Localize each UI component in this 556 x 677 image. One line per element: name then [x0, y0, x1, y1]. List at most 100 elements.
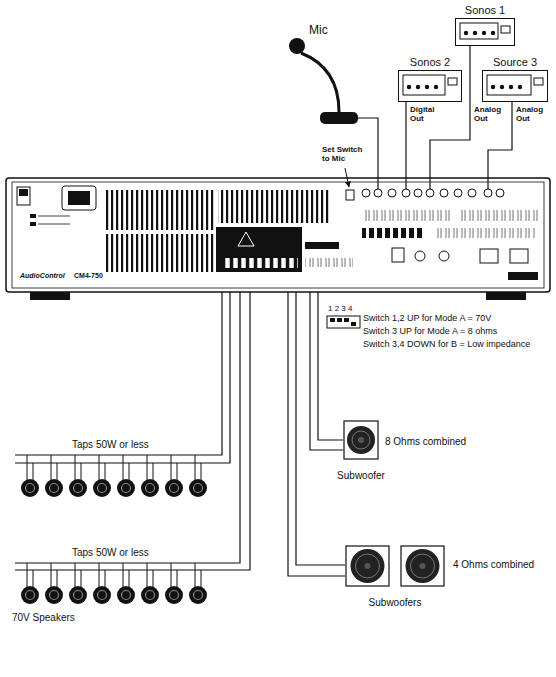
microphone [289, 38, 339, 112]
speaker-cone [194, 484, 203, 493]
woofer [347, 426, 375, 454]
input-panel [392, 248, 404, 262]
amplifier-chassis [30, 292, 70, 300]
speaker-wire [310, 292, 343, 450]
woofer [406, 549, 440, 583]
speaker-cone [50, 484, 59, 493]
note-label: Taps 50W or less [72, 547, 149, 559]
speaker-lead [51, 563, 52, 587]
input-panel [402, 189, 410, 197]
device-jack [491, 85, 495, 89]
note-label: Switch 3,4 DOWN for B = Low impedance [363, 339, 530, 349]
speaker-body [189, 586, 207, 604]
note-label: 70V Speakers [12, 612, 75, 624]
power-switch [19, 189, 28, 196]
amplifier-chassis [486, 292, 526, 300]
speaker-lead [75, 563, 76, 587]
woofer-ring [352, 431, 370, 449]
brand-text: AudioControl [20, 272, 65, 280]
input-stubs [487, 178, 488, 189]
input-panel [414, 189, 422, 197]
input-panel [510, 249, 528, 263]
input-panel [508, 272, 538, 280]
input-panel [454, 189, 462, 197]
device-jack [425, 85, 429, 89]
input-panel [460, 210, 540, 221]
device-label: Mic [309, 24, 328, 37]
device-jack [518, 85, 522, 89]
note-label: 8 Ohms combined [385, 436, 466, 448]
mic-switch-callout [345, 168, 349, 187]
woofer-cap [420, 563, 426, 569]
wire-label: Analog Out [516, 106, 548, 124]
device-port [448, 78, 457, 85]
speaker-cone [170, 591, 179, 600]
dip-switch [344, 318, 349, 322]
speaker-body [93, 586, 111, 604]
note-label: 4 Ohms combined [453, 559, 534, 571]
speaker-cone [98, 591, 107, 600]
speaker-lead [195, 563, 196, 587]
cabinet [344, 421, 378, 459]
device-jack [491, 31, 495, 35]
input-panel [426, 189, 434, 197]
device-label: Sonos 2 [410, 56, 450, 68]
input-panel [362, 189, 370, 197]
output-terminal-block [216, 227, 353, 272]
speaker-cone [74, 484, 83, 493]
input-panel [362, 189, 540, 280]
signal-wire [296, 292, 345, 565]
input-panel [484, 189, 492, 197]
power-inlet [68, 191, 90, 205]
speaker-wire [15, 292, 345, 576]
speaker-lead [57, 570, 58, 587]
output-terminal-block [238, 232, 254, 246]
speaker-lead [153, 463, 154, 480]
subwoofer-pair: Subwoofers [345, 545, 445, 587]
speaker-body [165, 479, 183, 497]
ceiling-speaker [21, 455, 207, 604]
amplifier-chassis [6, 178, 550, 300]
speaker-body [93, 479, 111, 497]
woofer-cap [358, 437, 364, 443]
speaker-cone [170, 484, 179, 493]
speaker-cone [26, 484, 35, 493]
input-panel [362, 210, 450, 221]
speaker-lead [177, 570, 178, 587]
dip-switch [330, 318, 335, 322]
speaker-lead [195, 455, 196, 480]
dip-switch [327, 316, 360, 328]
device-panel [403, 75, 445, 95]
input-panel [439, 251, 449, 261]
power-inlet [62, 186, 96, 210]
speaker-lead [171, 563, 172, 587]
device-art [483, 71, 549, 103]
device-jack [416, 85, 420, 89]
device-art [399, 71, 463, 103]
wire-label: Digital Out [410, 106, 442, 124]
device-jack [482, 31, 486, 35]
speaker-lead [99, 563, 100, 587]
mic-switch-callout [345, 168, 354, 200]
input-stubs [429, 178, 430, 189]
cabinet [401, 546, 444, 586]
speaker-lead [177, 463, 178, 480]
brand-text: CM4-750 [74, 272, 103, 280]
speaker-wire [15, 292, 230, 463]
speaker-body [117, 479, 135, 497]
device-panel [460, 23, 498, 39]
speaker-cone [146, 591, 155, 600]
speaker-body [117, 586, 135, 604]
microphone-base: Mic [320, 112, 358, 124]
input-panel [440, 189, 448, 197]
output-terminal-block [216, 227, 302, 272]
speaker-body [189, 479, 207, 497]
input-panel [388, 189, 396, 197]
speaker-lead [153, 570, 154, 587]
speaker-body [45, 479, 63, 497]
device-jack [407, 85, 411, 89]
speaker-body [165, 586, 183, 604]
speaker-body [69, 479, 87, 497]
device-label: Source 3 [493, 56, 537, 68]
